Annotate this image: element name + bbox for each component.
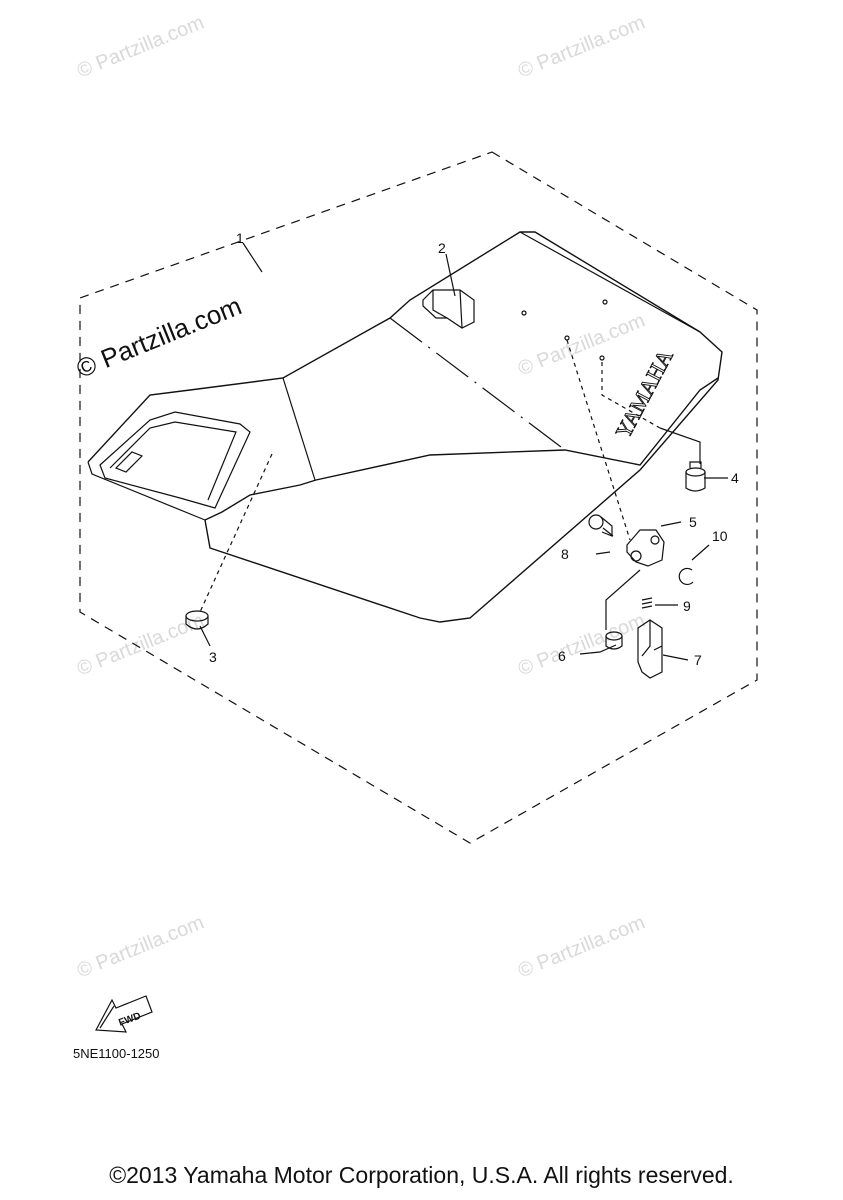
leader-damper-front bbox=[199, 453, 273, 613]
mount-hole bbox=[602, 299, 608, 305]
leader-bracket bbox=[566, 339, 631, 541]
damper-part-4 bbox=[685, 461, 706, 492]
mount-hole bbox=[521, 310, 527, 316]
storage-pocket-flap bbox=[114, 451, 144, 473]
fwd-arrow-icon bbox=[95, 995, 153, 1033]
seat-front-lip bbox=[87, 461, 206, 521]
seat-logo: YAMAHA bbox=[610, 345, 677, 442]
clip-part-10 bbox=[678, 567, 694, 586]
callout-4: 4 bbox=[731, 470, 739, 486]
seat-back-panel bbox=[389, 317, 566, 451]
callout-2: 2 bbox=[438, 240, 446, 256]
callout-5: 5 bbox=[689, 514, 697, 530]
part-code: 5NE1100-1250 bbox=[73, 1046, 160, 1061]
callout-3: 3 bbox=[209, 649, 217, 665]
storage-pocket bbox=[99, 411, 251, 509]
damper-part-3 bbox=[185, 610, 209, 630]
collar-part-6 bbox=[605, 631, 623, 650]
bracket-part-5 bbox=[626, 529, 665, 567]
copyright: ©2013 Yamaha Motor Corporation, U.S.A. A… bbox=[109, 1162, 734, 1188]
seat-side-panel bbox=[519, 231, 701, 333]
seat-side-edge bbox=[282, 377, 316, 481]
callout-8: 8 bbox=[561, 546, 569, 562]
storage-pocket-inner bbox=[109, 421, 237, 501]
seat-outline bbox=[87, 231, 723, 623]
latch-part-7 bbox=[637, 619, 663, 679]
assembly-boundary bbox=[79, 151, 758, 844]
leader-damper-rear bbox=[601, 362, 661, 429]
callout-9: 9 bbox=[683, 598, 691, 614]
bolt-part-8 bbox=[588, 514, 614, 537]
callout-6: 6 bbox=[558, 648, 566, 664]
callout-1: 1 bbox=[236, 230, 244, 246]
callout-7: 7 bbox=[694, 652, 702, 668]
spring-part-9 bbox=[641, 597, 653, 609]
mount-hole bbox=[564, 335, 570, 341]
mount-hole bbox=[599, 355, 605, 361]
fwd-label: FWD bbox=[117, 1011, 142, 1029]
callout-10: 10 bbox=[712, 528, 728, 544]
seat-hook bbox=[422, 289, 475, 329]
